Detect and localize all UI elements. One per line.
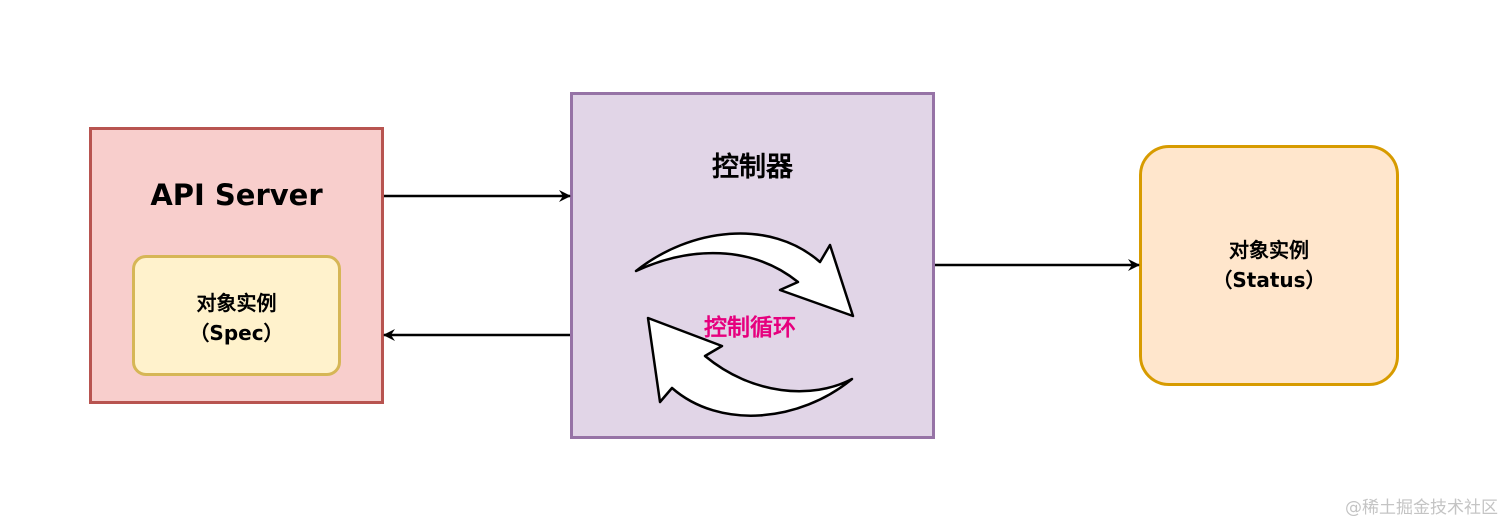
spec-object-label: 对象实例 （Spec） [132,288,341,348]
status-object-label: 对象实例 （Status） [1139,235,1399,295]
status-object-box [1139,145,1399,386]
spec-object-label-line2: （Spec） [189,321,284,345]
status-object-label-line2: （Status） [1212,268,1326,292]
spec-object-box [132,255,341,376]
loop-arrow-bottom-icon [646,316,854,417]
watermark: @稀土掘金技术社区 [1345,498,1498,518]
api-server-title: API Server [150,178,323,212]
status-object-label-line1: 对象实例 [1229,238,1309,262]
controller-title: 控制器 [712,152,793,183]
controller-box [570,92,935,439]
loop-arrow-top-icon [634,232,855,318]
spec-object-label-line1: 对象实例 [196,291,277,315]
control-loop-label: 控制循环 [704,315,796,341]
